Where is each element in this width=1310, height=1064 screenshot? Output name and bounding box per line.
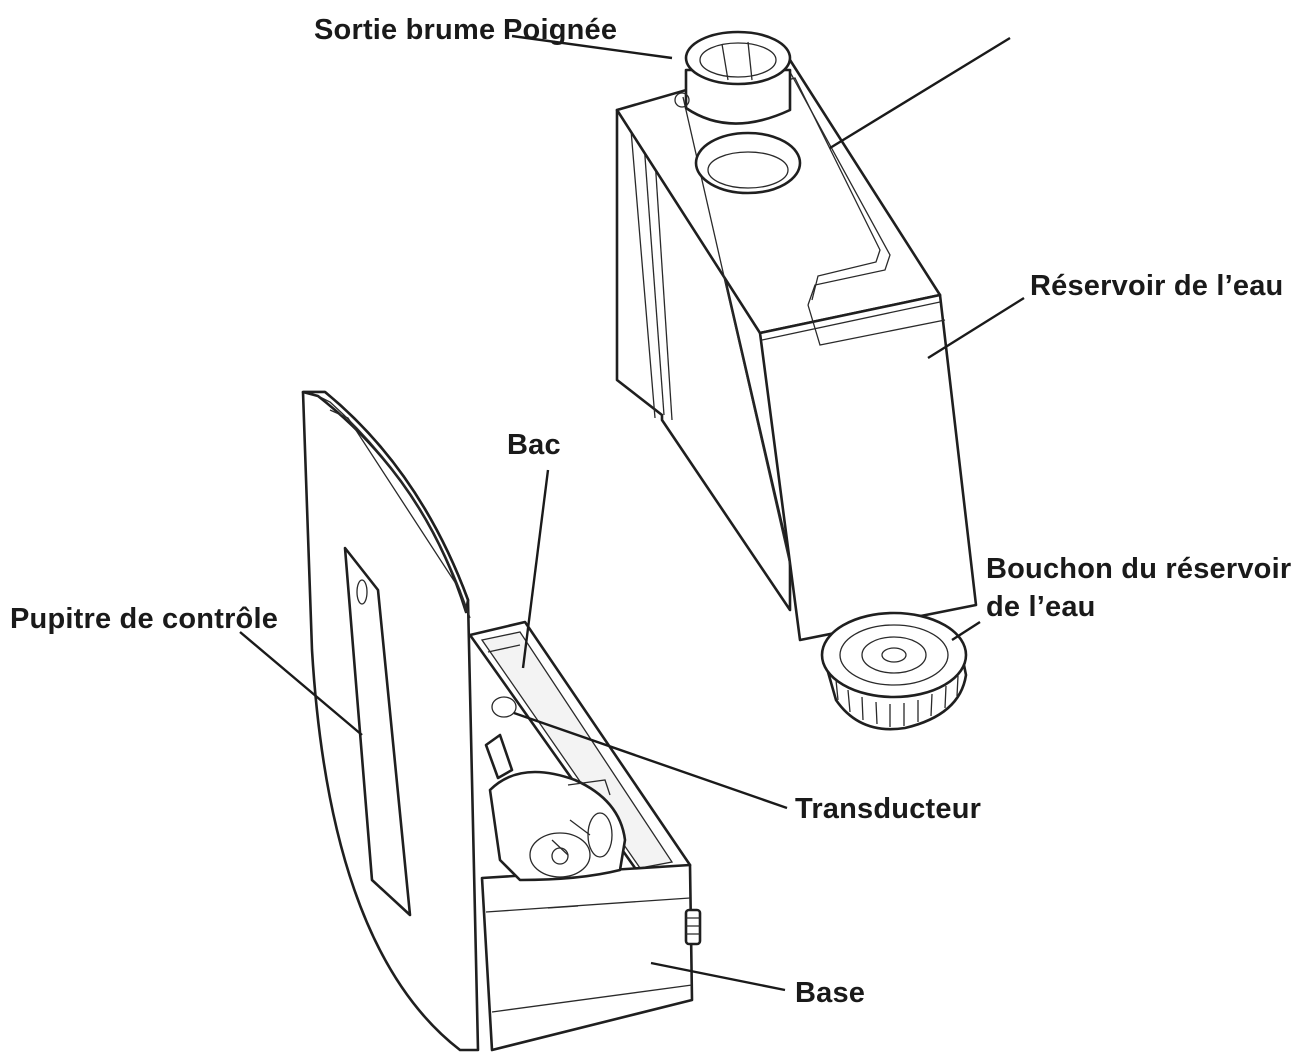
label-tray: Bac [507, 429, 561, 461]
leader-base [650, 961, 786, 992]
tank-cap [820, 611, 968, 731]
control-panel-unit [301, 390, 480, 1052]
label-water-tank: Réservoir de l’eau [1030, 270, 1284, 302]
label-tank-cap-line1: Bouchon du réservoir [986, 553, 1292, 585]
label-tank-cap-line2: de l’eau [986, 591, 1096, 623]
leader-handle [829, 36, 1011, 150]
label-base: Base [795, 977, 866, 1009]
leader-control-panel [239, 631, 363, 736]
leader-lines [239, 34, 1025, 992]
label-transducer: Transducteur [795, 793, 982, 825]
label-handle: Poignée [503, 14, 618, 46]
label-control-panel: Pupitre de contrôle [10, 603, 279, 635]
leader-mist-outlet [511, 34, 673, 60]
water-tank [615, 30, 978, 642]
label-mist-outlet: Sortie brume [314, 14, 496, 46]
leader-tray [521, 469, 550, 669]
base-unit [468, 620, 702, 1052]
leader-water-tank [927, 296, 1025, 360]
leader-tank-cap [951, 620, 981, 642]
leader-transducer [513, 711, 788, 810]
